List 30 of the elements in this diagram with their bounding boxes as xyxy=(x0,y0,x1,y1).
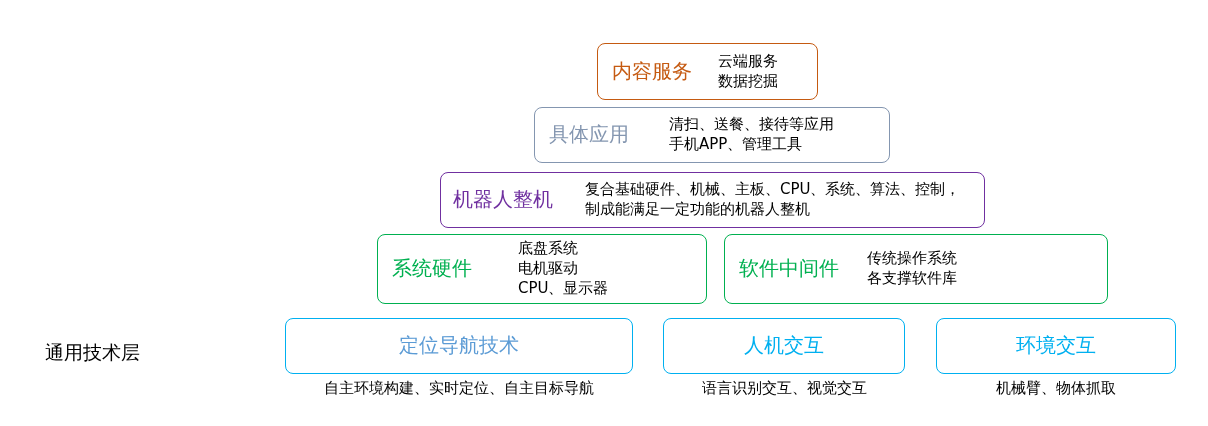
box-title: 人机交互 xyxy=(743,332,825,359)
layer-box xyxy=(377,234,707,304)
layer-label: 通用技术层 xyxy=(45,340,140,365)
body-text: 底盘系统 xyxy=(518,238,579,258)
layer-box xyxy=(597,43,818,100)
layer-box xyxy=(936,318,1176,374)
layer-box xyxy=(440,172,985,228)
box-title: 环境交互 xyxy=(1015,332,1097,359)
layer-box xyxy=(285,318,633,374)
body-text: 数据挖掘 xyxy=(718,70,779,91)
layer-box xyxy=(663,318,905,374)
body-text: 传统操作系统 xyxy=(867,248,958,268)
body-text: 复合基础硬件、机械、主板、CPU、系统、算法、控制，制成能满足一定功能的机器人整机 xyxy=(585,179,962,219)
body-text: CPU、显示器 xyxy=(518,278,610,298)
body-text: 各支撑软件库 xyxy=(867,268,958,288)
box-title: 机器人整机 xyxy=(453,186,553,213)
layer-box xyxy=(724,234,1108,304)
box-title: 软件中间件 xyxy=(739,255,839,282)
caption-text: 语言识别交互、视觉交互 xyxy=(700,379,868,398)
layer-box xyxy=(534,107,890,163)
body-text: 清扫、送餐、接待等应用 xyxy=(669,114,835,134)
box-title: 系统硬件 xyxy=(392,255,472,282)
box-title: 定位导航技术 xyxy=(398,332,520,359)
box-title: 内容服务 xyxy=(612,57,692,85)
body-text: 云端服务 xyxy=(718,50,779,71)
box-title: 具体应用 xyxy=(549,121,629,148)
body-text: 手机APP、管理工具 xyxy=(669,134,804,154)
body-text: 电机驱动 xyxy=(518,258,579,278)
caption-text: 机械臂、物体抓取 xyxy=(995,379,1117,398)
caption-text: 自主环境构建、实时定位、自主目标导航 xyxy=(323,379,595,398)
